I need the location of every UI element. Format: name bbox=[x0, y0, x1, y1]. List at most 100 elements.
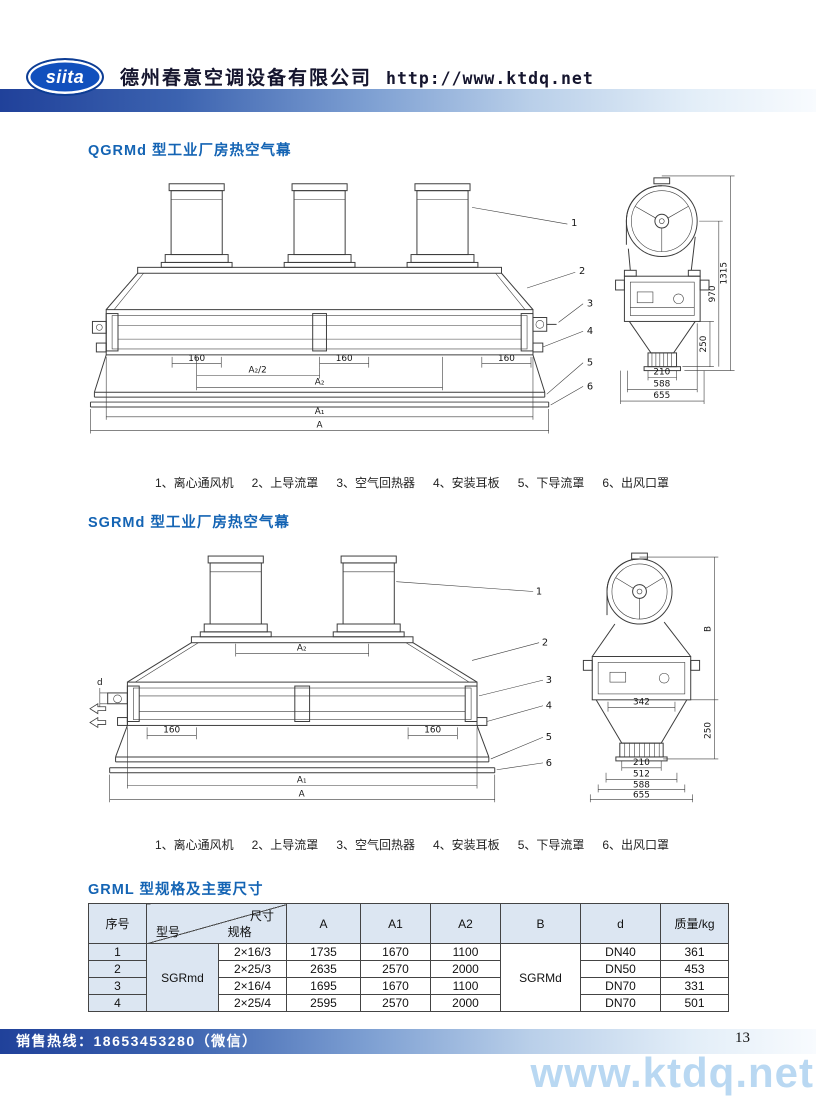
dim-588: 588 bbox=[653, 379, 670, 389]
heater-body bbox=[91, 309, 557, 356]
lower-guide-plates bbox=[89, 354, 550, 408]
inlet-pipe: d bbox=[89, 678, 128, 729]
header-gradient-bar bbox=[0, 89, 816, 112]
cell-a2: 1100 bbox=[430, 977, 501, 995]
caption-item: 5、下导流罩 bbox=[517, 476, 585, 490]
table-row: 3 2×16/4 1695 1670 1100 DN70 331 bbox=[88, 977, 729, 995]
logo-text: siita bbox=[45, 66, 85, 87]
dim-1315: 1315 bbox=[720, 262, 730, 285]
heater-body bbox=[117, 681, 488, 726]
caption-item: 2、上导流罩 bbox=[251, 838, 319, 852]
part-label-5: 5 bbox=[546, 732, 552, 743]
cell-weight: 501 bbox=[660, 994, 729, 1012]
table-row: 1 SGRmd 2×16/3 1735 1670 1100 SGRMd DN40… bbox=[88, 943, 729, 1012]
table-row: 4 2×25/4 2595 2570 2000 DN70 501 bbox=[88, 994, 729, 1012]
leader-lines: 1 2 3 4 5 6 bbox=[471, 207, 593, 406]
cell-b: SGRMd bbox=[500, 943, 581, 1012]
side-view-body bbox=[582, 656, 701, 762]
cell-no: 4 bbox=[88, 994, 147, 1012]
cell-a1: 1670 bbox=[360, 943, 431, 961]
front-dimensions: 160 160 A₁ A bbox=[109, 725, 496, 803]
col-header-no: 序号 bbox=[88, 903, 147, 944]
airflow-arrow-icon bbox=[89, 716, 107, 729]
dim-342: 342 bbox=[633, 698, 650, 708]
cell-a: 2595 bbox=[286, 994, 361, 1012]
part-label-6: 6 bbox=[546, 758, 552, 769]
fan-unit bbox=[332, 555, 405, 638]
side-view-fan bbox=[625, 177, 698, 271]
cell-d: DN50 bbox=[580, 960, 661, 978]
page-number: 13 bbox=[735, 1030, 750, 1046]
dim-588: 588 bbox=[633, 780, 650, 790]
dim-250: 250 bbox=[703, 722, 713, 739]
dim-d: d bbox=[97, 678, 103, 688]
dim-250: 250 bbox=[699, 335, 709, 352]
cell-spec: 2×25/4 bbox=[218, 994, 287, 1012]
col-header-a1: A1 bbox=[360, 903, 431, 944]
corner-size-label: 尺寸 bbox=[249, 909, 274, 923]
dim-970: 970 bbox=[708, 285, 718, 302]
dim-a2-half: A₂/2 bbox=[249, 366, 267, 376]
dim-655: 655 bbox=[633, 790, 650, 800]
cell-a: 1735 bbox=[286, 943, 361, 961]
company-url: http://www.ktdq.net bbox=[386, 69, 594, 88]
dim-a1: A₁ bbox=[315, 407, 325, 417]
cell-spec: 2×25/3 bbox=[218, 960, 287, 978]
cell-spec: 2×16/4 bbox=[218, 977, 287, 995]
side-view-fan bbox=[591, 552, 692, 657]
cell-a2: 2000 bbox=[430, 994, 501, 1012]
footer-gradient-bar: 销售热线：18653453280（微信） bbox=[0, 1029, 816, 1054]
cell-a2: 1100 bbox=[430, 943, 501, 961]
spec-table: 序号 尺寸 型号 规格 A A1 A2 B d 质量/kg 1 SGRmd 2×… bbox=[88, 903, 729, 1012]
sales-hotline: 销售热线：18653453280（微信） bbox=[16, 1033, 258, 1049]
upper-hood bbox=[105, 266, 534, 310]
part-label-4: 4 bbox=[546, 701, 552, 712]
caption-item: 3、空气回热器 bbox=[336, 838, 415, 852]
dim-512: 512 bbox=[633, 770, 650, 780]
section-title-sgrmd: SGRMd 型工业厂房热空气幕 bbox=[88, 515, 290, 531]
part-label-6: 6 bbox=[587, 381, 593, 392]
caption-item: 6、出风口罩 bbox=[602, 476, 670, 490]
dim-655: 655 bbox=[653, 391, 670, 401]
cell-d: DN70 bbox=[580, 994, 661, 1012]
dim-a: A bbox=[317, 421, 323, 431]
airflow-arrow-icon bbox=[89, 703, 107, 715]
dim-160: 160 bbox=[163, 725, 180, 735]
fan-unit bbox=[283, 183, 356, 268]
diagonal-header-cell: 尺寸 型号 规格 bbox=[146, 903, 287, 944]
cell-a1: 1670 bbox=[360, 977, 431, 995]
part-label-1: 1 bbox=[571, 218, 577, 229]
dim-a2-group: A₂ bbox=[235, 644, 369, 657]
corner-spec-label: 规格 bbox=[227, 925, 252, 939]
lower-guide-plates bbox=[109, 725, 496, 774]
section-title-grml: GRML 型规格及主要尺寸 bbox=[88, 882, 264, 898]
col-header-d: d bbox=[580, 903, 661, 944]
cell-weight: 331 bbox=[660, 977, 729, 995]
upper-hood bbox=[127, 636, 478, 683]
caption-item: 6、出风口罩 bbox=[602, 838, 670, 852]
watermark: www.ktdq.net bbox=[530, 1049, 814, 1096]
dim-210: 210 bbox=[653, 368, 670, 378]
part-label-3: 3 bbox=[546, 675, 552, 686]
cell-weight: 361 bbox=[660, 943, 729, 961]
caption-item: 5、下导流罩 bbox=[517, 838, 585, 852]
side-dimensions: 342 B 250 210 512 588 655 bbox=[589, 556, 719, 803]
cell-a: 1695 bbox=[286, 977, 361, 995]
dim-160: 160 bbox=[336, 354, 353, 364]
dim-a1: A₁ bbox=[297, 776, 307, 786]
caption-item: 2、上导流罩 bbox=[251, 476, 319, 490]
dim-210: 210 bbox=[633, 758, 650, 768]
qgrmd-technical-drawing: 1 2 3 4 5 6 160 160 160 A₂/2 A₂ A₁ A bbox=[89, 175, 735, 434]
side-dimensions: 250 970 1315 210 588 655 bbox=[620, 175, 735, 405]
dim-160: 160 bbox=[424, 725, 441, 735]
cell-no: 1 bbox=[88, 943, 147, 961]
cell-d: DN70 bbox=[580, 977, 661, 995]
fan-unit bbox=[199, 555, 272, 638]
side-view-body bbox=[615, 269, 710, 372]
cell-a1: 2570 bbox=[360, 994, 431, 1012]
caption-item: 1、离心通风机 bbox=[154, 476, 234, 490]
